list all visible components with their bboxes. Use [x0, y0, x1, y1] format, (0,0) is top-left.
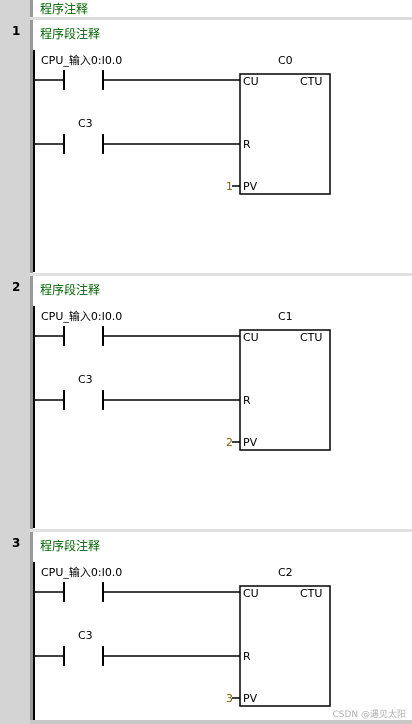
pin-pv: PV: [243, 180, 258, 193]
pin-cu: CU: [243, 331, 259, 344]
program-comment[interactable]: 程序注释: [40, 2, 89, 16]
network-number: 1: [12, 24, 21, 38]
ladder-diagram: CPU_输入0:I0.0 C3 C2 CU CTU R 3 PV: [33, 562, 331, 724]
counter-address: C1: [278, 310, 293, 323]
contact-label: C3: [78, 373, 93, 386]
network-number: 3: [12, 536, 21, 550]
counter-address: C0: [278, 54, 293, 67]
horizontal-scrollbar[interactable]: [30, 720, 412, 724]
counter-address: C2: [278, 566, 293, 579]
ctu-block[interactable]: [239, 329, 331, 451]
ctu-block[interactable]: [239, 73, 331, 195]
block-type: CTU: [300, 587, 322, 600]
separator: [30, 273, 412, 276]
contact-label: CPU_输入0:I0.0: [41, 53, 122, 67]
contact-label: CPU_输入0:I0.0: [41, 309, 122, 323]
pin-r: R: [243, 138, 251, 151]
block-type: CTU: [300, 331, 322, 344]
ctu-block[interactable]: [239, 585, 331, 707]
power-rail-gutter-edge: [30, 0, 33, 724]
pin-cu: CU: [243, 587, 259, 600]
pv-value[interactable]: 3: [226, 692, 233, 705]
contact-label: C3: [78, 117, 93, 130]
pv-value[interactable]: 2: [226, 436, 233, 449]
watermark: CSDN @遇见太阳: [332, 710, 406, 720]
pv-value[interactable]: 1: [226, 180, 233, 193]
pin-cu: CU: [243, 75, 259, 88]
network-gutter: [0, 0, 30, 724]
contact-label: CPU_输入0:I0.0: [41, 565, 122, 579]
separator: [30, 529, 412, 532]
pin-r: R: [243, 650, 251, 663]
pin-r: R: [243, 394, 251, 407]
separator: [30, 17, 412, 20]
network-number: 2: [12, 280, 21, 294]
network-comment[interactable]: 程序段注释: [40, 27, 101, 41]
network-comment[interactable]: 程序段注释: [40, 539, 101, 553]
pin-pv: PV: [243, 692, 258, 705]
ladder-diagram: CPU_输入0:I0.0 C3 C1 CU CTU R 2 PV: [33, 306, 331, 528]
block-type: CTU: [300, 75, 322, 88]
contact-label: C3: [78, 629, 93, 642]
ladder-diagram: CPU_输入0:I0.0 C3 C0 CU CTU R 1 PV: [33, 50, 331, 272]
pin-pv: PV: [243, 436, 258, 449]
network-comment[interactable]: 程序段注释: [40, 283, 101, 297]
